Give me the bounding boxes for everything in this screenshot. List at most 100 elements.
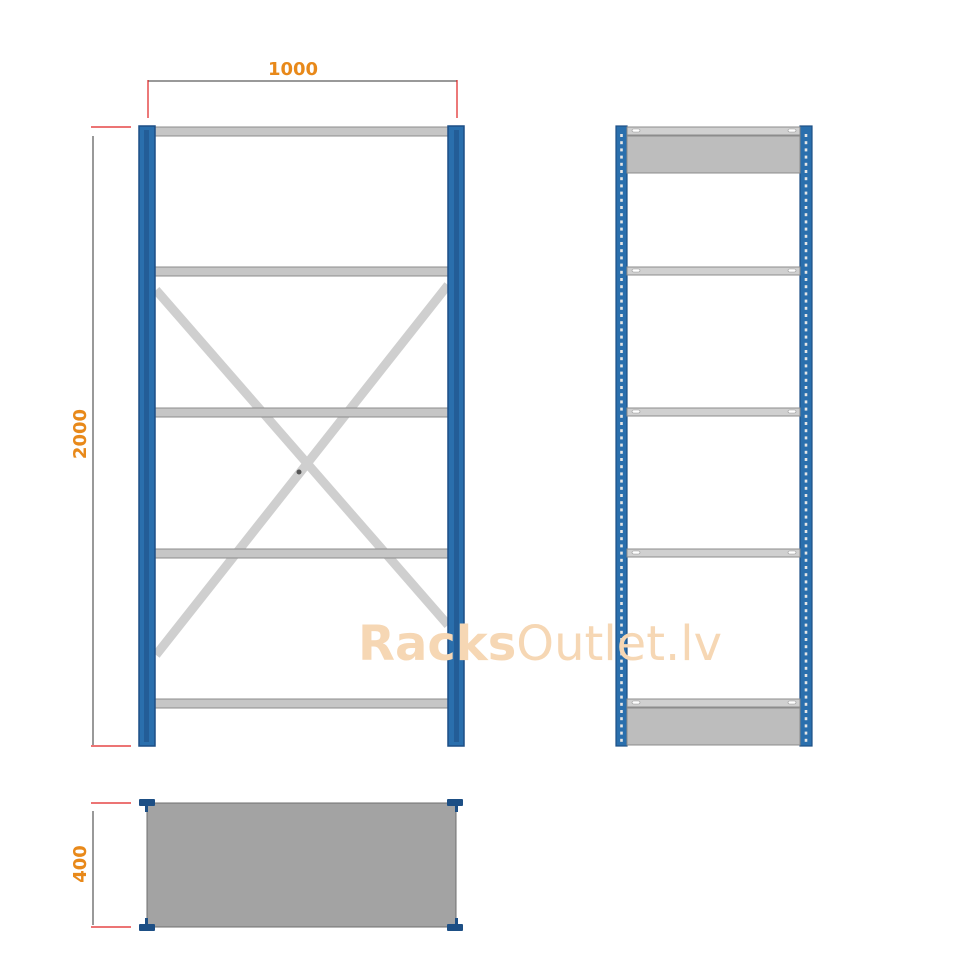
upright-hole bbox=[620, 299, 623, 303]
upright-hole bbox=[620, 695, 623, 699]
upright-hole bbox=[620, 674, 623, 677]
upright-hole bbox=[620, 731, 623, 735]
upright-hole bbox=[804, 393, 808, 397]
upright-hole bbox=[620, 486, 623, 490]
upright-hole bbox=[804, 515, 808, 519]
upright-hole bbox=[804, 623, 808, 627]
width-label: 1000 bbox=[268, 59, 318, 80]
upright-hole bbox=[804, 659, 808, 663]
upright-hole bbox=[804, 602, 808, 605]
upright-hole bbox=[804, 645, 808, 649]
top-corner-posts bbox=[139, 799, 463, 931]
upright-hole bbox=[620, 170, 623, 173]
upright-hole bbox=[804, 724, 808, 728]
upright-hole bbox=[620, 292, 623, 296]
upright-hole bbox=[620, 242, 623, 245]
upright-hole bbox=[804, 501, 808, 505]
upright-hole bbox=[804, 407, 808, 411]
upright-hole bbox=[804, 198, 808, 202]
upright-hole bbox=[804, 184, 808, 188]
left-upright bbox=[138, 125, 156, 747]
upright-hole bbox=[804, 371, 808, 375]
upright-hole bbox=[804, 234, 808, 238]
upright-hole bbox=[804, 738, 808, 742]
upright-hole bbox=[620, 681, 623, 685]
side-left-upright bbox=[615, 125, 628, 747]
upright-hole bbox=[804, 177, 808, 181]
watermark-brand-light: Outlet.lv bbox=[516, 616, 722, 672]
shelf-slot-marks bbox=[631, 128, 797, 705]
upright-hole bbox=[620, 220, 623, 224]
upright-hole bbox=[804, 306, 808, 310]
upright-hole bbox=[804, 630, 808, 634]
upright-hole bbox=[804, 285, 808, 289]
upright-hole bbox=[804, 436, 808, 440]
upright-hole bbox=[620, 407, 623, 411]
upright-hole bbox=[620, 141, 623, 145]
upright-hole bbox=[620, 702, 623, 706]
width-dimension: 1000 bbox=[147, 59, 458, 118]
upright-hole bbox=[620, 594, 623, 598]
upright-hole bbox=[804, 227, 808, 231]
upright-hole bbox=[804, 458, 808, 461]
upright-holes bbox=[620, 134, 808, 742]
upright-hole bbox=[620, 371, 623, 375]
upright-hole bbox=[620, 393, 623, 397]
upright-hole bbox=[804, 544, 808, 548]
upright-hole bbox=[804, 213, 808, 217]
upright-hole bbox=[804, 342, 808, 346]
upright-hole bbox=[620, 263, 623, 267]
upright-hole bbox=[620, 162, 623, 166]
upright-hole bbox=[804, 674, 808, 677]
upright-hole bbox=[804, 472, 808, 476]
upright-hole bbox=[804, 558, 808, 562]
upright-hole bbox=[804, 666, 808, 670]
upright-hole bbox=[804, 364, 808, 368]
height-label: 2000 bbox=[70, 409, 91, 459]
side-shelf-5 bbox=[626, 698, 801, 708]
upright-hole bbox=[620, 414, 623, 418]
upright-hole bbox=[620, 227, 623, 231]
top-view: 400 bbox=[70, 799, 463, 931]
watermark-brand-bold: Racks bbox=[358, 616, 516, 672]
upright-hole bbox=[804, 335, 808, 339]
upright-hole bbox=[620, 494, 623, 497]
upright-hole bbox=[620, 508, 623, 512]
upright-hole bbox=[620, 436, 623, 440]
upright-hole bbox=[804, 616, 808, 620]
upright-hole bbox=[804, 299, 808, 303]
upright-hole bbox=[620, 357, 623, 361]
upright-hole bbox=[804, 278, 808, 281]
depth-dimension: 400 bbox=[70, 802, 131, 928]
upright-hole bbox=[804, 148, 808, 152]
upright-hole bbox=[620, 458, 623, 461]
upright-hole bbox=[620, 184, 623, 188]
upright-hole bbox=[620, 328, 623, 332]
upright-hole bbox=[804, 486, 808, 490]
upright-hole bbox=[620, 530, 623, 533]
upright-hole bbox=[620, 285, 623, 289]
upright-hole bbox=[804, 249, 808, 253]
upright-hole bbox=[804, 321, 808, 325]
upright-hole bbox=[620, 558, 623, 562]
upright-hole bbox=[620, 350, 623, 353]
upright-hole bbox=[804, 717, 808, 721]
upright-hole bbox=[620, 573, 623, 577]
upright-hole bbox=[804, 242, 808, 245]
upright-hole bbox=[804, 256, 808, 260]
upright-hole bbox=[804, 702, 808, 706]
side-bottom-panel bbox=[626, 707, 801, 746]
upright-hole bbox=[804, 414, 808, 418]
upright-hole bbox=[620, 710, 623, 713]
upright-hole bbox=[620, 148, 623, 152]
upright-hole bbox=[804, 530, 808, 533]
upright-hole bbox=[620, 544, 623, 548]
upright-hole bbox=[804, 695, 808, 699]
upright-hole bbox=[620, 249, 623, 253]
upright-hole bbox=[620, 422, 623, 425]
upright-hole bbox=[804, 328, 808, 332]
upright-hole bbox=[620, 429, 623, 433]
top-panel bbox=[146, 802, 457, 928]
upright-hole bbox=[620, 386, 623, 389]
shelf-3 bbox=[153, 407, 451, 418]
